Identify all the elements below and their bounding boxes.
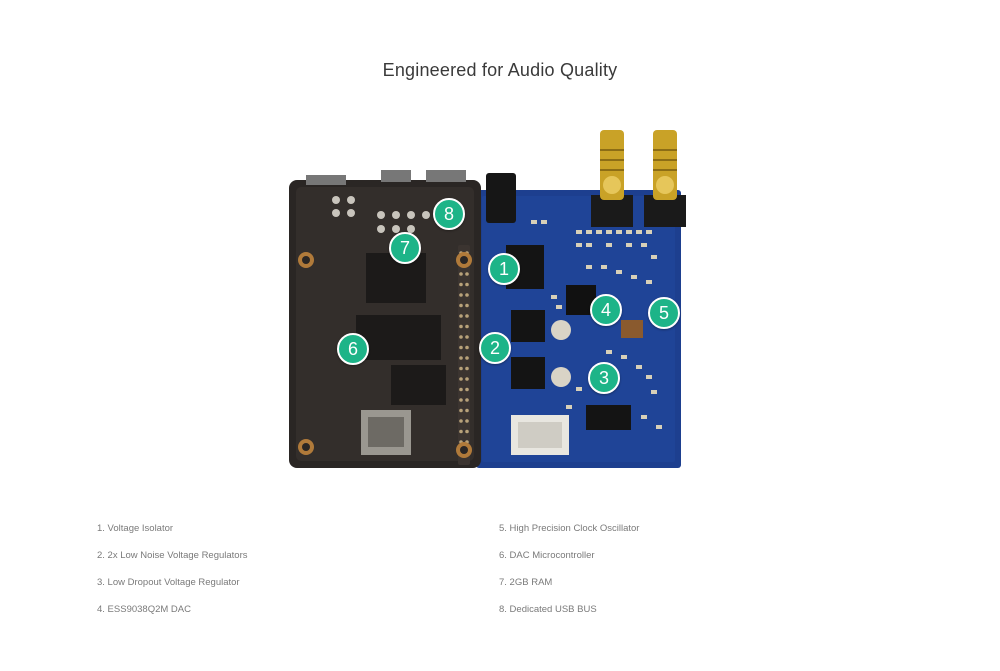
marker-1: 1 [488,253,520,285]
marker-3: 3 [588,362,620,394]
feature-item: 7. 2GB RAM [499,577,553,588]
feature-item: 1. Voltage Isolator [97,523,174,534]
marker-5: 5 [648,297,680,329]
board-illustration [289,130,686,468]
marker-4: 4 [590,294,622,326]
marker-6: 6 [337,333,369,365]
feature-item: 8. Dedicated USB BUS [499,604,597,615]
feature-list-left: 1. Voltage Isolator 2. 2x Low Noise Volt… [97,515,248,623]
feature-item: 5. High Precision Clock Oscillator [499,523,640,534]
marker-7: 7 [389,232,421,264]
feature-item: 3. Low Dropout Voltage Regulator [97,577,240,588]
feature-item: 2. 2x Low Noise Voltage Regulators [97,550,248,561]
feature-list-right: 5. High Precision Clock Oscillator 6. DA… [499,515,639,623]
feature-item: 4. ESS9038Q2M DAC [97,604,191,615]
marker-8: 8 [433,198,465,230]
marker-2: 2 [479,332,511,364]
board-image: 1 2 3 4 5 6 7 8 [286,125,686,470]
page-title: Engineered for Audio Quality [382,60,618,80]
feature-item: 6. DAC Microcontroller [499,550,595,561]
